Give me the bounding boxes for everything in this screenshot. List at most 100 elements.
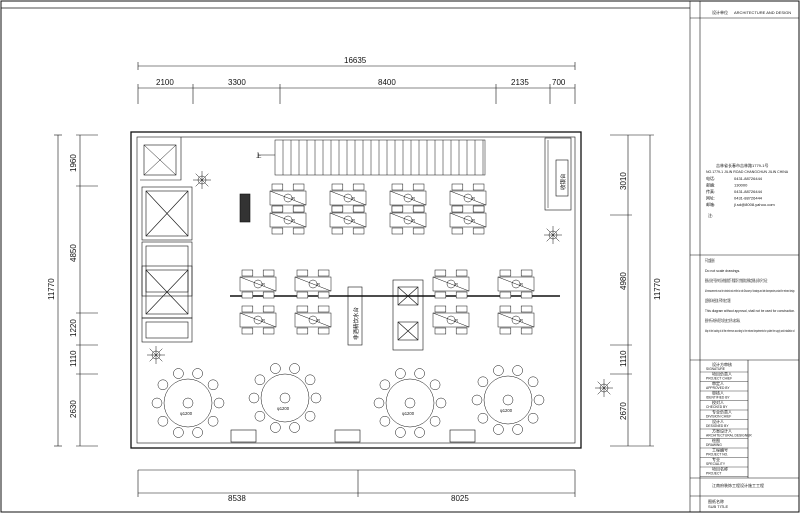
signature-label-en: ARCHITECTURAL DESIGNER [706,434,752,438]
table-tag: R [352,196,355,201]
dim-top-1: 2100 [156,78,174,87]
contact-key: 传真: [706,188,715,194]
table-tag: R [262,282,265,287]
note-line: 图纸中所示的所有项目均须在施工前予以核实确认 [705,317,740,323]
signature-label-en: PROJECT CHIEF [706,377,732,381]
square-table: R [329,205,367,235]
contact-value: 0431-88726444 [734,196,763,201]
square-table: R [432,269,470,299]
dim-right-overall: 11770 [653,278,662,300]
cashier-counter [555,159,569,197]
square-table: R [449,205,487,235]
booth [141,241,193,297]
sub-title-en: SUB TITLE [708,504,728,509]
table-tag: R [412,196,415,201]
table-tag: φ1200 [180,411,193,416]
plant [147,346,165,364]
table-tag: R [262,318,265,323]
table-tag: R [317,318,320,323]
signature-label-cn: 专业 [712,456,720,462]
project-name: 江南府装饰工程设计施工工程 [712,482,764,488]
signature-label-cn: 审定人 [712,380,724,386]
plant [544,226,562,244]
title-block [689,1,799,512]
square-table: R [239,269,277,299]
square-table: R [269,205,307,235]
signature-label-cn: 审核人 [712,390,724,396]
round-table: φ1200 [151,368,225,438]
signature-label-cn: 校对人 [712,399,724,405]
booth-seating [141,186,193,343]
table-tag: R [317,282,320,287]
table-tag: R [292,218,295,223]
signature-label-cn: 设计方审核 [712,361,732,367]
contact-value: jl.sd@8008.yahoo.com [733,202,775,207]
signature-label-en: PROJECT NO. [706,453,728,457]
dim-left-2: 4850 [69,244,78,262]
signature-label-en: CHECKED BY [706,405,728,409]
dim-bottom-2: 8025 [451,494,469,503]
design-unit-en: ARCHITECTURE AND DESIGN [734,10,791,15]
plant-decor [147,171,613,397]
signature-label-cn: 设计人 [712,418,724,424]
table-tag: R [412,218,415,223]
table-tag: R [352,218,355,223]
signature-label-en: DIVISION CHIEF [706,415,731,419]
round-dining-tables: φ1200 φ1200 φ1200 φ1200 [151,363,545,438]
booth [141,265,193,319]
stair-up-label: 上 [256,152,262,160]
dim-right-2: 4980 [619,272,628,290]
table-tag: φ1200 [500,408,513,413]
table-tag: R [520,318,523,323]
dim-left-5: 2630 [69,400,78,418]
signature-label-en: DESIGNED BY [706,424,729,428]
plant [595,379,613,397]
table-tag: φ1200 [277,406,290,411]
contact-key: 电话: [706,175,715,181]
dim-left-3: 1220 [69,319,78,337]
note-line: Map in the loading of all the reference … [705,328,795,333]
contact-key: 邮编: [706,182,715,188]
contact-value: 0431-88726444 [734,189,763,194]
signature-label-cn: 项目名称 [712,466,728,472]
dim-right-1: 3010 [619,172,628,190]
dim-bottom-1: 8538 [228,494,246,503]
company-address: 吉林省长春市吉林路1779-1号 [716,162,768,168]
company-address-en: NO.1779-1 JILIN ROAD CHANGCHUN JILIN CHI… [706,170,789,174]
bottom-dimensions [137,469,576,497]
signature-label-en: PROJECT [706,472,721,476]
staircase [257,139,486,176]
drink-bar [239,193,363,346]
square-table: R [497,305,535,335]
signature-label-cn: 工程编号 [712,447,728,453]
cashier-label: 收银台 [559,173,567,190]
square-table: R [294,269,332,299]
left-dimensions [54,134,98,447]
note-line: 图纸必须在平面中的设计数据前提下,需要用尺寸数据和比例确定规格,必须的尺寸标注 [705,277,767,283]
sub-title: 图纸名称 [708,498,724,504]
signature-label-cn: 绘图 [712,437,720,443]
dim-top-5: 700 [552,78,566,87]
note-line: All measurements must be checked and ver… [705,288,795,293]
dim-top-3: 8400 [378,78,396,87]
note-line: 此图纸如未经批准,不得作施工用图 [705,297,731,303]
signature-label-en: SIGNATURE [706,367,726,371]
booth [141,186,193,241]
table-tag: R [292,196,295,201]
company-note: 注: [708,212,713,218]
note-line: This diagram without approval, shall not… [705,308,795,313]
contact-key: 邮箱: [706,201,715,207]
square-table: R [239,305,277,335]
booth [141,317,193,343]
round-table: φ1200 [471,365,545,435]
plant [193,171,211,189]
signature-label-en: DRAWING [706,443,722,447]
note-line: Do not scale drawings. [705,268,740,273]
signature-label-cn: 专业负责人 [712,409,732,415]
round-table: φ1200 [373,368,447,438]
contact-key: 网址: [706,195,715,201]
